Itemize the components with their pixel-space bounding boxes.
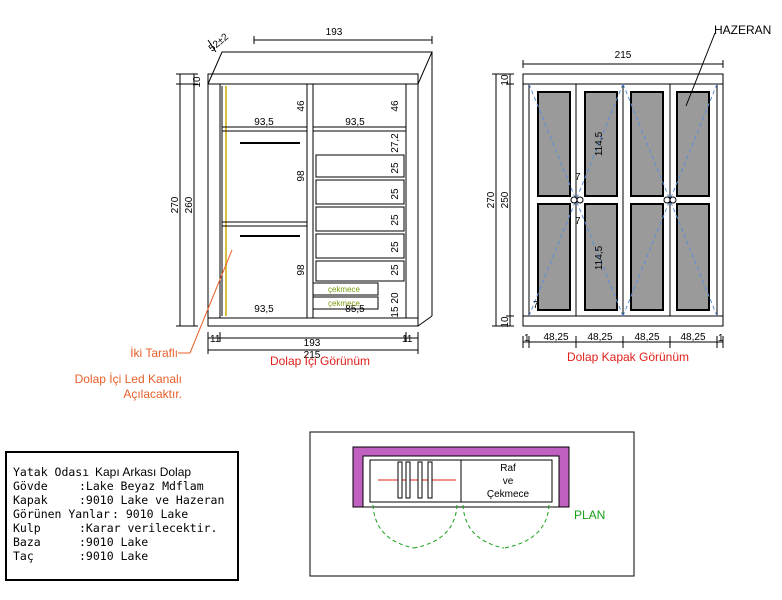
plan-view: Raf ve Çekmece PLAN (309, 431, 635, 577)
drawer-label-2: çekmece (328, 299, 361, 308)
door-panel-2a (584, 91, 618, 197)
dim-h5: 98 (296, 264, 307, 276)
dim-side-right: 11 (402, 334, 413, 345)
right-shelf-5 (315, 233, 405, 259)
dim-bottom-width: 193 (304, 338, 321, 349)
door-panel-1b (537, 203, 571, 311)
dim-h7: 25 (390, 188, 401, 200)
dim-h8: 25 (390, 214, 401, 226)
knob-2 (576, 196, 584, 204)
knob-4 (669, 196, 677, 204)
door-width-4: 48,25 (680, 332, 705, 343)
spec-val-3: :Karar verilecektir. (79, 521, 217, 535)
plan-text-3: Çekmece (487, 489, 530, 500)
spec-val-1: :9010 Lake ve Hazeran (79, 493, 224, 507)
spec-key-1: Kapak (13, 493, 48, 507)
door-dim-doors-h: 250 (500, 191, 511, 208)
right-shelf-3 (315, 179, 405, 205)
door-width-2: 48,25 (587, 332, 612, 343)
door-dim-gap3: 7 (533, 300, 539, 311)
door-dim-top: 10 (500, 74, 511, 86)
led-note-line2: Dolap İçi Led Kanalı (75, 372, 182, 386)
left-shelf-1 (221, 126, 308, 132)
spec-key-3: Kulp (13, 521, 41, 535)
door-dim-panel1: 114,5 (594, 131, 605, 156)
door-view-text: HAZERAN 215 270 250 10 10 114,5 114,5 7 … (486, 23, 771, 364)
spec-title-b: Kapı Arkası Dolap (95, 465, 191, 479)
dim-h9b: 25 (390, 264, 401, 276)
cabinet-top-3d (207, 51, 433, 85)
dim-h1: 46 (296, 100, 307, 112)
spec-val-2: : 9010 Lake (112, 507, 188, 521)
inside-view (176, 36, 433, 354)
dim-left-bottom: 93,5 (254, 304, 274, 315)
right-shelf-2 (315, 154, 405, 178)
dim-h10: 20 (390, 292, 401, 304)
dim-height-body: 260 (184, 196, 195, 213)
dim-h3: 27,2 (390, 133, 401, 153)
drawer-1 (312, 282, 379, 296)
left-shelf-2 (221, 221, 308, 227)
door-panel-1a (537, 91, 571, 197)
knob-3 (663, 196, 671, 204)
door-dim-gap2: 7 (575, 216, 581, 227)
cabinet-outer (207, 73, 419, 327)
spec-val-0: :Lake Beyaz Mdflam (79, 479, 204, 493)
spec-key-2: Görünen Yanlar (13, 507, 110, 521)
led-note-line1: İki Taraflı (130, 346, 178, 360)
inside-view-text: 193 52±2 270 260 10 93,5 93,5 93,5 85,5 … (170, 27, 413, 368)
dim-h11: 15 (390, 306, 401, 318)
dim-h9: 25 (390, 241, 401, 253)
dim-side-left: 11 (210, 334, 221, 345)
right-shelf-6 (315, 260, 405, 282)
door-width-3: 48,25 (634, 332, 659, 343)
knob-1 (570, 196, 578, 204)
led-note-line3: Açılacaktır. (123, 387, 182, 401)
spec-val-5: :9010 Lake (79, 549, 148, 563)
dim-top-width: 193 (326, 27, 343, 38)
dim-right-shelf-top: 93,5 (345, 117, 365, 128)
door-dim-overall: 215 (615, 50, 632, 61)
door-dim-total-h: 270 (486, 191, 497, 208)
dim-left-shelf-top: 93,5 (254, 117, 274, 128)
hazeran-label: HAZERAN (714, 23, 771, 37)
spec-key-4: Baza (13, 535, 41, 549)
spec-key-0: Gövde (13, 479, 48, 493)
plan-label: PLAN (574, 508, 605, 522)
dim-top-thickness: 10 (192, 76, 203, 88)
door-dim-panel2: 114,5 (594, 245, 605, 270)
center-divider (306, 83, 314, 319)
dim-height-total: 270 (170, 196, 181, 213)
caption-door-view: Dolap Kapak Görünüm (567, 350, 689, 364)
door-side-left: 1 (524, 333, 530, 344)
door-swing-1 (372, 504, 415, 549)
dim-h4: 98 (296, 170, 307, 182)
dim-h2: 46 (390, 100, 401, 112)
right-shelf-1 (312, 126, 407, 132)
dim-depth: 52±2 (207, 31, 231, 54)
caption-inside-view: Dolap İçi Görünüm (270, 354, 370, 368)
drawer-label-1: çekmece (328, 285, 361, 294)
right-shelf-4 (315, 206, 405, 232)
door-dim-bottom: 10 (500, 316, 511, 328)
door-panel-2b (584, 203, 618, 311)
spec-val-4: :9010 Lake (79, 535, 148, 549)
drawer-2 (312, 296, 379, 310)
dim-h6: 25 (390, 162, 401, 174)
spec-key-5: Taç (13, 549, 34, 563)
spec-box: Yatak Odası Kapı Arkası Dolap Gövde :Lak… (5, 451, 239, 581)
spec-title-a: Yatak Odası (13, 465, 89, 479)
plan-text-1: Raf (500, 463, 516, 474)
door-outer-frame (522, 73, 724, 327)
plan-text-2: ve (503, 476, 514, 487)
door-view (492, 32, 724, 348)
dim-right-bottom: 85,5 (345, 304, 365, 315)
door-side-right: 1 (718, 333, 724, 344)
door-width-1: 48,25 (543, 332, 568, 343)
led-note: İki Taraflı Dolap İçi Led Kanalı Açılaca… (75, 249, 233, 401)
door-dim-gap1: 7 (575, 172, 581, 183)
dim-overall-width: 215 (304, 350, 321, 361)
door-panel-3a (630, 91, 664, 197)
